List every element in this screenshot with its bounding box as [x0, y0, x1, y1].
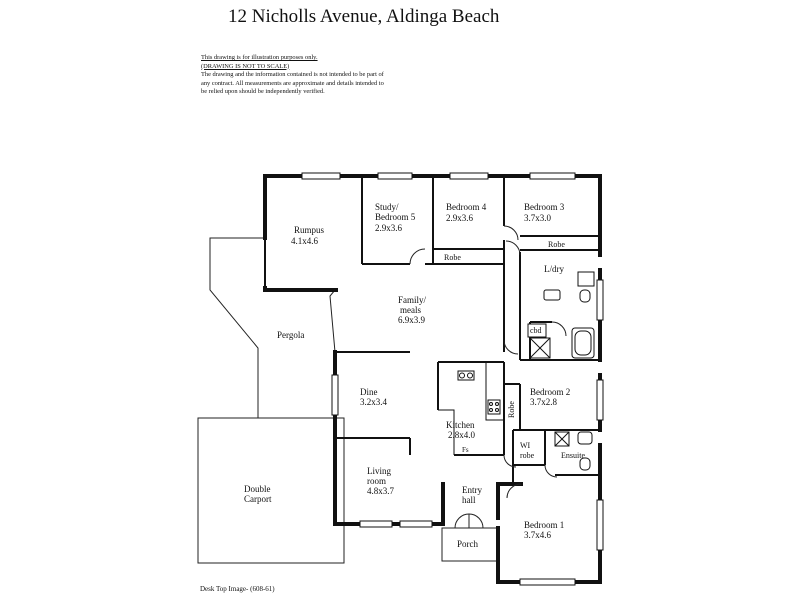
dine-label: Dine [360, 387, 378, 397]
walk-in-robe-label-1: WI [520, 441, 531, 450]
interior-walls [264, 176, 600, 484]
study-label-1: Study/ [375, 202, 399, 212]
bedroom1-size: 3.7x4.6 [524, 530, 552, 540]
disclaimer: This drawing is for illustration purpose… [201, 54, 391, 97]
robe-bedroom4-label: Robe [444, 253, 461, 262]
bedroom1-label: Bedroom 1 [524, 520, 564, 530]
rumpus-label: Rumpus [294, 225, 325, 235]
carport-label-1: Double [244, 484, 271, 494]
living-size: 4.8x3.7 [367, 486, 395, 496]
bedroom4-size: 2.9x3.6 [446, 213, 474, 223]
disclaimer-line-2: (DRAWING IS NOT TO SCALE) [201, 62, 290, 70]
door-swings [409, 225, 567, 529]
bedroom2-size: 3.7x2.8 [530, 397, 558, 407]
walk-in-robe-label-2: robe [520, 451, 535, 460]
pergola-label: Pergola [277, 330, 304, 340]
family-label-2: meals [400, 305, 421, 315]
footer-reference: Desk Top Image- (608-61) [200, 585, 275, 593]
living-label-2: room [367, 476, 386, 486]
carport-outline [197, 417, 345, 564]
family-label-1: Family/ [398, 295, 427, 305]
page-title: 12 Nicholls Avenue, Aldinga Beach [228, 6, 500, 27]
fridge-space-label: Fs [462, 446, 469, 454]
dine-size: 3.2x3.4 [360, 397, 388, 407]
kitchen-label: Kitchen [446, 420, 475, 430]
entry-label-2: hall [462, 495, 476, 505]
study-label-2: Bedroom 5 [375, 212, 416, 222]
bedroom2-label: Bedroom 2 [530, 387, 570, 397]
ensuite-label: Ensuite [561, 451, 585, 460]
living-label-1: Living [367, 466, 391, 476]
wet-area-fixtures [527, 271, 595, 471]
entry-label-1: Entry [462, 485, 482, 495]
bedroom4-label: Bedroom 4 [446, 202, 487, 212]
kitchen-fixtures [438, 362, 504, 455]
carport-label-2: Carport [244, 494, 272, 504]
cupboard-label: cbd [530, 326, 542, 335]
windows [301, 172, 604, 586]
bedroom3-label: Bedroom 3 [524, 202, 565, 212]
robe-bedroom3-label: Robe [548, 240, 565, 249]
study-size: 2.9x3.6 [375, 223, 403, 233]
laundry-label: L/dry [544, 264, 564, 274]
pergola-outline [209, 237, 336, 418]
rumpus-size: 4.1x4.6 [291, 236, 319, 246]
porch-label: Porch [457, 539, 478, 549]
disclaimer-body: The drawing and the information containe… [201, 71, 384, 96]
bedroom3-size: 3.7x3.0 [524, 213, 552, 223]
family-size: 6.9x3.9 [398, 315, 426, 325]
kitchen-size: 2.8x4.0 [448, 430, 476, 440]
disclaimer-line-1: This drawing is for illustration purpose… [201, 54, 318, 61]
robe-bedroom2-label: Robe [507, 401, 516, 418]
